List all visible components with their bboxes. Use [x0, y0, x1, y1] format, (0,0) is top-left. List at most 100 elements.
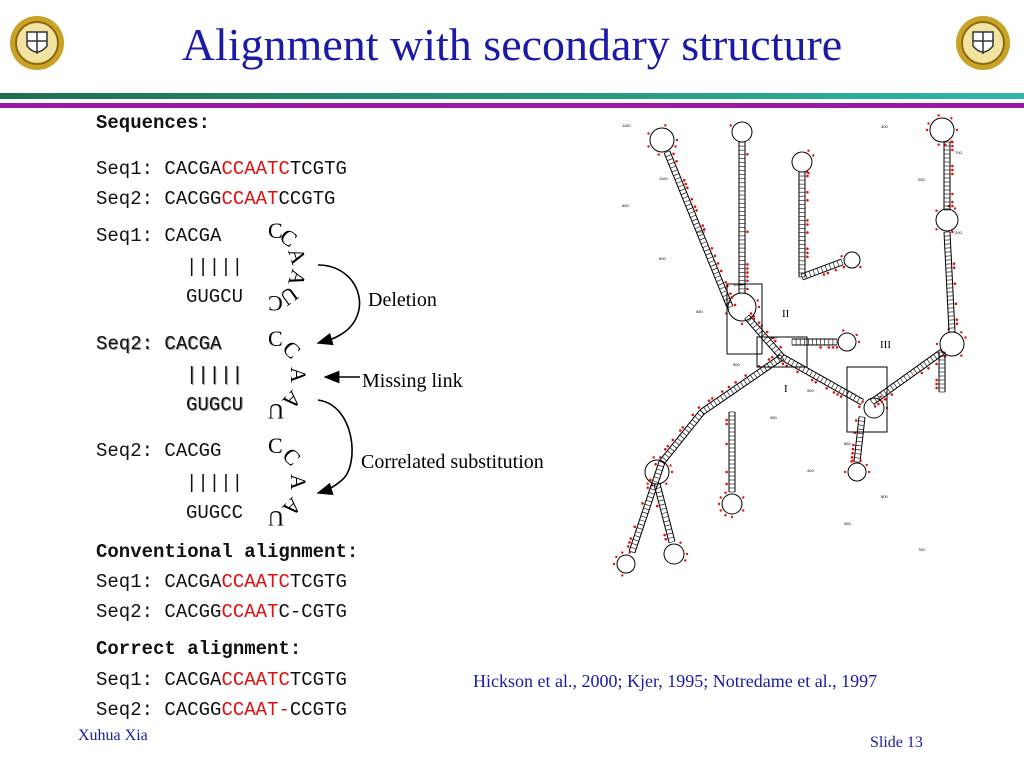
variable-base	[682, 178, 686, 182]
variable-base	[785, 364, 788, 368]
base-pair	[855, 445, 862, 447]
variable-base	[729, 124, 732, 127]
base-pair	[749, 320, 755, 326]
variable-base	[621, 574, 624, 577]
base-pair	[812, 372, 817, 379]
base-pair	[854, 457, 861, 459]
conventional-seq2: Seq2: CACGGCCAATC-CGTG	[96, 601, 347, 623]
variable-base	[825, 386, 828, 390]
variable-base	[725, 422, 728, 426]
helix-strand	[783, 353, 864, 400]
variable-base	[670, 470, 674, 474]
title-divider-gap	[0, 99, 1024, 103]
base-pair	[820, 376, 824, 383]
variable-base	[851, 447, 855, 451]
seq2-post: CCGTG	[278, 188, 336, 210]
base-pair	[816, 268, 820, 274]
variable-base	[690, 197, 694, 201]
base-pair	[858, 416, 866, 418]
base-pair	[787, 358, 792, 364]
base-pair	[836, 260, 840, 267]
variable-base	[950, 117, 953, 120]
variable-base	[951, 172, 954, 176]
loop	[649, 127, 675, 153]
base-pair	[687, 207, 693, 211]
position-label: 900	[807, 388, 814, 393]
base-pair	[676, 180, 683, 184]
base-pair	[697, 233, 704, 237]
variable-base	[796, 370, 799, 374]
variable-base	[822, 273, 826, 276]
variable-base	[684, 182, 688, 186]
loop-base: C	[268, 291, 283, 316]
base-pair	[716, 279, 723, 282]
position-label: 750	[918, 547, 925, 552]
variable-base	[834, 268, 838, 272]
base-pair	[771, 345, 777, 350]
base-pair	[809, 370, 813, 377]
base-pair	[740, 381, 744, 388]
base-pair	[630, 546, 637, 550]
seq1-post: TCGTG	[289, 158, 347, 180]
base-pair	[890, 385, 894, 391]
position-label: 1050	[696, 229, 706, 234]
variable-base	[629, 537, 633, 540]
base-pair	[832, 262, 836, 268]
base-pair	[707, 256, 713, 260]
variable-base	[842, 329, 845, 332]
base-pair	[679, 434, 685, 440]
variable-base	[814, 380, 818, 384]
variable-base	[806, 190, 809, 194]
variable-base	[628, 541, 631, 544]
variable-base	[836, 393, 839, 396]
variable-base	[937, 114, 940, 117]
base-pair	[710, 402, 714, 408]
corr-seq1-pre: CACGA	[164, 669, 222, 691]
variable-base	[686, 186, 689, 190]
variable-base	[663, 447, 667, 451]
variable-base	[935, 209, 938, 212]
variable-base	[612, 562, 616, 566]
title-divider-top	[0, 93, 1024, 99]
variable-base	[671, 438, 675, 442]
variable-base	[806, 247, 809, 251]
base-pair	[812, 269, 816, 276]
variable-base	[725, 418, 728, 422]
base-pair	[900, 377, 904, 384]
base-pair	[654, 482, 660, 486]
base-pair	[690, 214, 697, 218]
sequences-header: Sequences:	[96, 112, 211, 134]
stem1-bottom: GUGCU	[186, 286, 244, 308]
base-pair	[694, 226, 701, 230]
base-pair	[766, 339, 771, 344]
stem1-pairs: |||||	[186, 256, 244, 278]
base-pair	[768, 342, 774, 347]
variable-base	[855, 333, 858, 337]
variable-base	[960, 331, 963, 334]
loop	[644, 459, 670, 485]
variable-base	[679, 541, 682, 544]
variable-base	[657, 153, 660, 156]
variable-base	[633, 525, 637, 529]
base-pair	[755, 327, 761, 332]
variable-base	[964, 336, 967, 339]
base-pair	[713, 400, 718, 406]
domain-label: II	[782, 308, 790, 320]
slide-title: Alignment with secondary structure	[181, 19, 843, 70]
base-pair	[704, 248, 710, 252]
base-pair	[644, 503, 651, 507]
variable-base	[773, 339, 777, 343]
variable-base	[827, 346, 831, 349]
variable-base	[678, 429, 682, 432]
base-pair	[720, 290, 727, 294]
base-pair	[873, 397, 878, 403]
stem2-pairs: |||||	[186, 364, 244, 386]
conv-seq2-label: Seq2:	[96, 601, 154, 623]
position-label: 1150	[622, 123, 631, 128]
base-pair	[653, 476, 660, 479]
base-pair	[816, 374, 821, 381]
stem1-label: Seq1:	[96, 225, 154, 247]
domain-box	[846, 366, 888, 433]
title-divider-bottom	[0, 103, 1024, 108]
